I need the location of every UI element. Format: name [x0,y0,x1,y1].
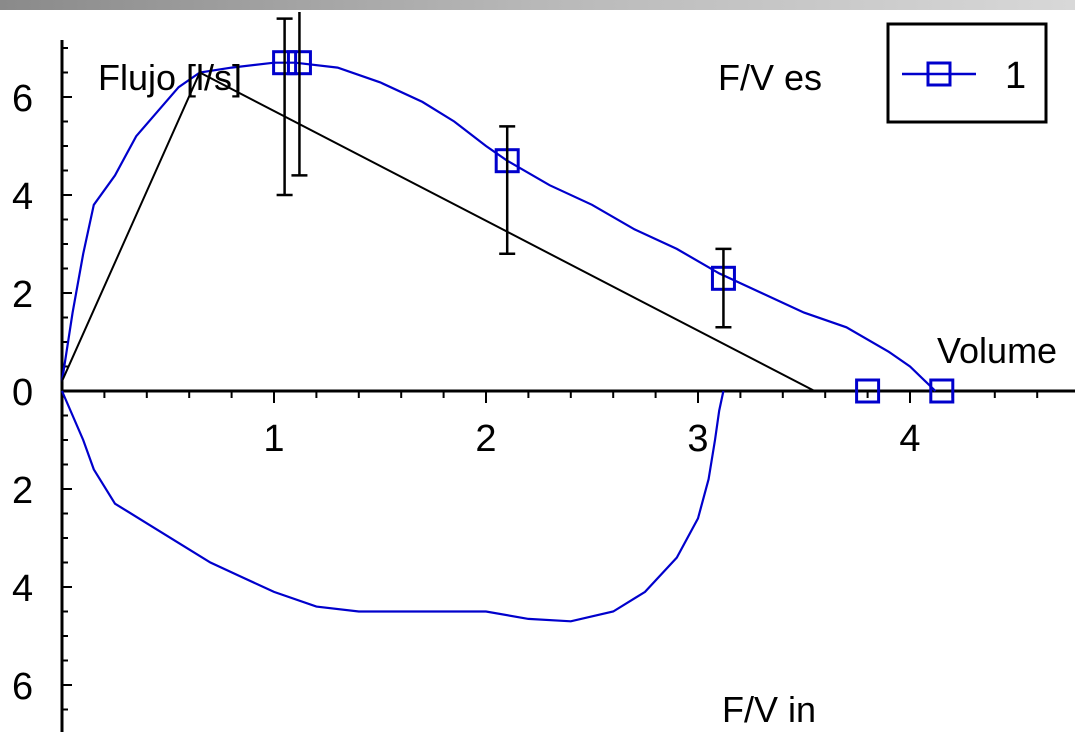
y-tick-label: 4 [12,568,33,610]
annotation-fv-es: F/V es [718,57,822,98]
series-line-1 [60,61,937,392]
y-tick-label: 0 [12,372,33,414]
x-tick-label: 3 [687,418,708,460]
annotation-fv-in: F/V in [722,689,816,730]
x-tick-label: 2 [475,418,496,460]
y-tick-label: 6 [12,666,33,708]
y-tick-label: 6 [12,78,33,120]
y-tick-label: 4 [12,176,33,218]
annotation-flujo: Flujo [l/s] [98,57,242,98]
x-tick-label: 4 [899,418,920,460]
window-top-edge [0,0,1075,10]
x-tick-label: 1 [263,418,284,460]
plot-area [60,12,1075,732]
series-line-inspiratory [60,390,725,623]
annotation-volume: Volume [937,330,1057,371]
series-marker [929,378,955,404]
legend-label: 1 [1005,55,1026,97]
y-tick-label: 2 [12,274,33,316]
series-line-reference [61,71,816,392]
legend: 1 [886,22,1048,124]
y-tick-label: 2 [12,470,33,512]
series-marker [855,378,881,404]
legend-marker [926,61,952,87]
